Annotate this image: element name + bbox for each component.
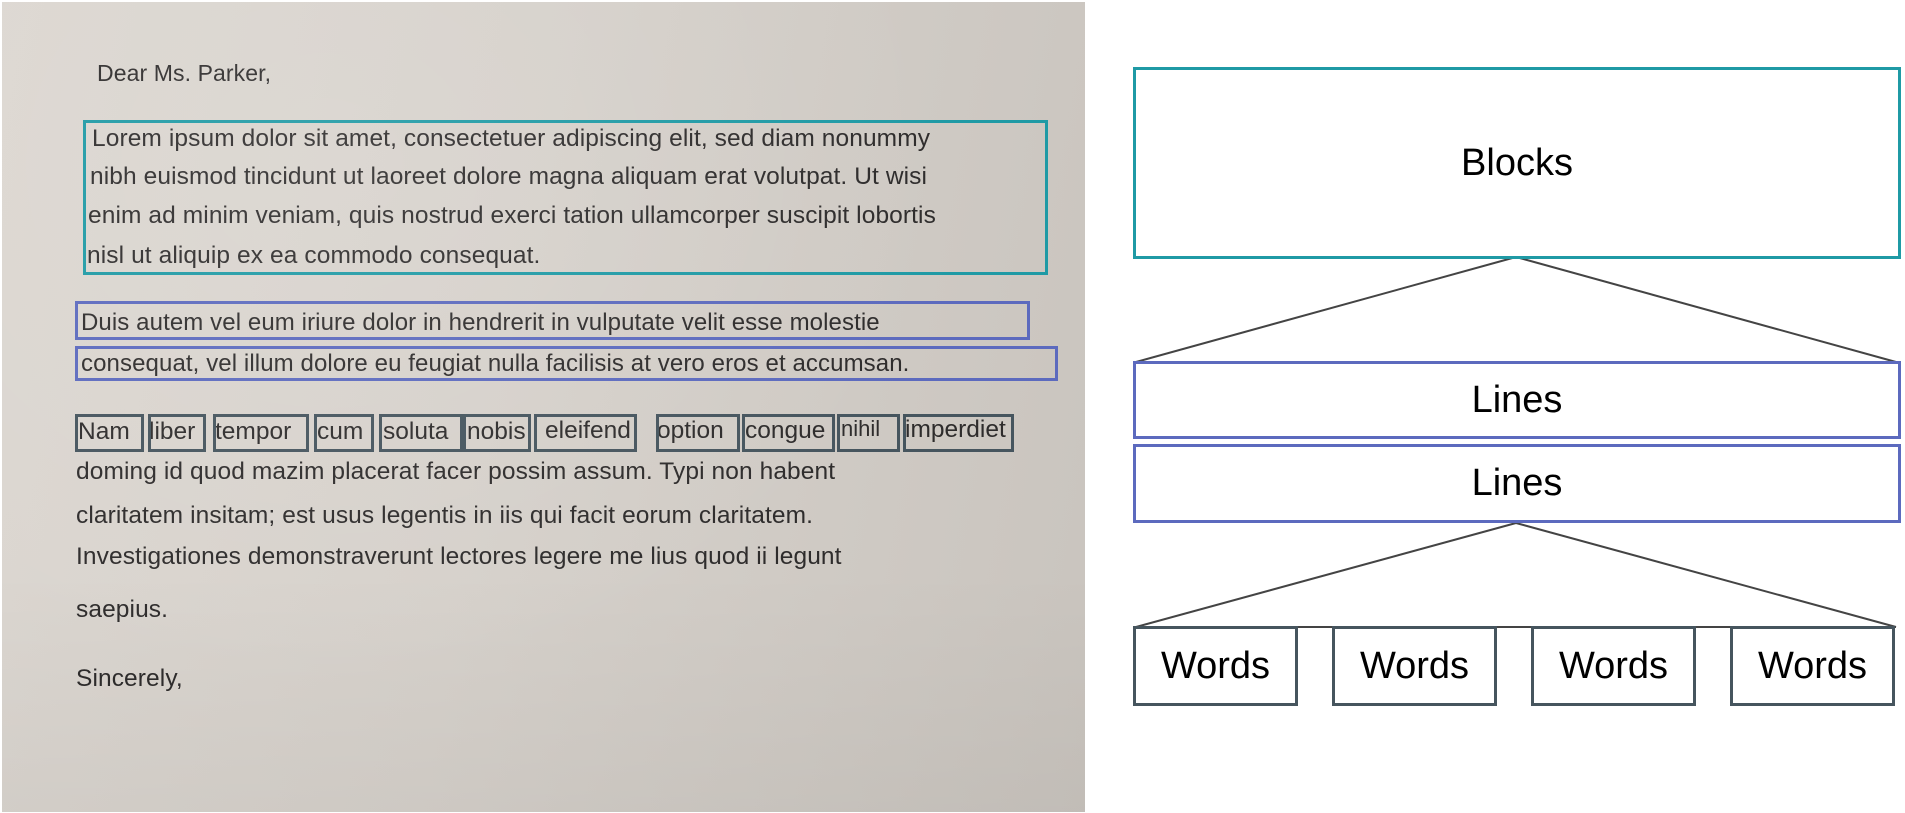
word: option bbox=[657, 417, 724, 444]
word: liber bbox=[149, 418, 196, 445]
word-highlight bbox=[148, 414, 206, 452]
paragraph3-line-5: saepius. bbox=[76, 596, 169, 623]
paragraph2-line-1: Duis autem vel eum iriure dolor in hendr… bbox=[81, 309, 880, 336]
word: soluta bbox=[383, 418, 449, 445]
word-highlight bbox=[837, 414, 900, 452]
connector-line bbox=[1515, 256, 1897, 363]
word: Nam bbox=[78, 418, 130, 445]
words-box-4: Words bbox=[1730, 626, 1895, 706]
paragraph1-line-3: enim ad minim veniam, quis nostrud exerc… bbox=[88, 202, 936, 229]
words-label: Words bbox=[1757, 644, 1868, 687]
paragraph1-line-1: Lorem ipsum dolor sit amet, consectetuer… bbox=[92, 125, 931, 152]
paragraph1-line-2: nibh euismod tincidunt ut laoreet dolore… bbox=[90, 163, 928, 190]
word-highlight bbox=[314, 414, 374, 452]
connector-line bbox=[1135, 256, 1517, 363]
word-highlight bbox=[534, 414, 637, 452]
word: nobis bbox=[467, 418, 526, 445]
word: eleifend bbox=[545, 417, 631, 444]
word-highlight bbox=[379, 414, 463, 452]
word-highlight bbox=[903, 414, 1014, 452]
lines-box-1: Lines bbox=[1133, 361, 1901, 439]
connector-line bbox=[1515, 522, 1897, 628]
lines-label: Lines bbox=[1471, 378, 1563, 421]
letter-photo: Dear Ms. Parker, Lorem ipsum dolor sit a… bbox=[2, 2, 1085, 812]
words-label: Words bbox=[1359, 644, 1470, 687]
word: cum bbox=[317, 418, 364, 445]
line-highlight-2 bbox=[75, 346, 1058, 381]
paragraph2-line-2: consequat, vel illum dolore eu feugiat n… bbox=[81, 350, 910, 377]
word-highlight bbox=[213, 414, 309, 452]
word-highlight bbox=[742, 414, 835, 452]
paragraph3-line-4: Investigationes demonstraverunt lectores… bbox=[76, 543, 842, 570]
closing: Sincerely, bbox=[76, 665, 183, 692]
lines-box-2: Lines bbox=[1133, 444, 1901, 523]
lines-label: Lines bbox=[1471, 462, 1563, 504]
paragraph1-line-4: nisl ut aliquip ex ea commodo consequat. bbox=[87, 242, 541, 269]
blocks-label: Blocks bbox=[1461, 141, 1573, 184]
word: nihil bbox=[841, 416, 881, 441]
words-label: Words bbox=[1160, 644, 1271, 687]
word: imperdiet bbox=[905, 416, 1006, 443]
words-box-1: Words bbox=[1133, 626, 1298, 706]
paragraph3-line-3: claritatem insitam; est usus legentis in… bbox=[76, 502, 814, 529]
words-box-2: Words bbox=[1332, 626, 1497, 706]
word-highlight bbox=[656, 414, 740, 452]
words-box-3: Words bbox=[1531, 626, 1696, 706]
line-highlight-1 bbox=[75, 301, 1030, 340]
paragraph3-line-2: doming id quod mazim placerat facer poss… bbox=[76, 458, 836, 485]
block-highlight bbox=[83, 120, 1048, 275]
word: congue bbox=[745, 417, 826, 444]
connector-line bbox=[1135, 522, 1517, 628]
word: tempor bbox=[215, 418, 292, 445]
word-highlight bbox=[75, 414, 144, 452]
blocks-box: Blocks bbox=[1133, 67, 1901, 259]
words-label: Words bbox=[1558, 644, 1669, 687]
word-highlight bbox=[463, 414, 531, 452]
salutation: Dear Ms. Parker, bbox=[97, 60, 272, 86]
